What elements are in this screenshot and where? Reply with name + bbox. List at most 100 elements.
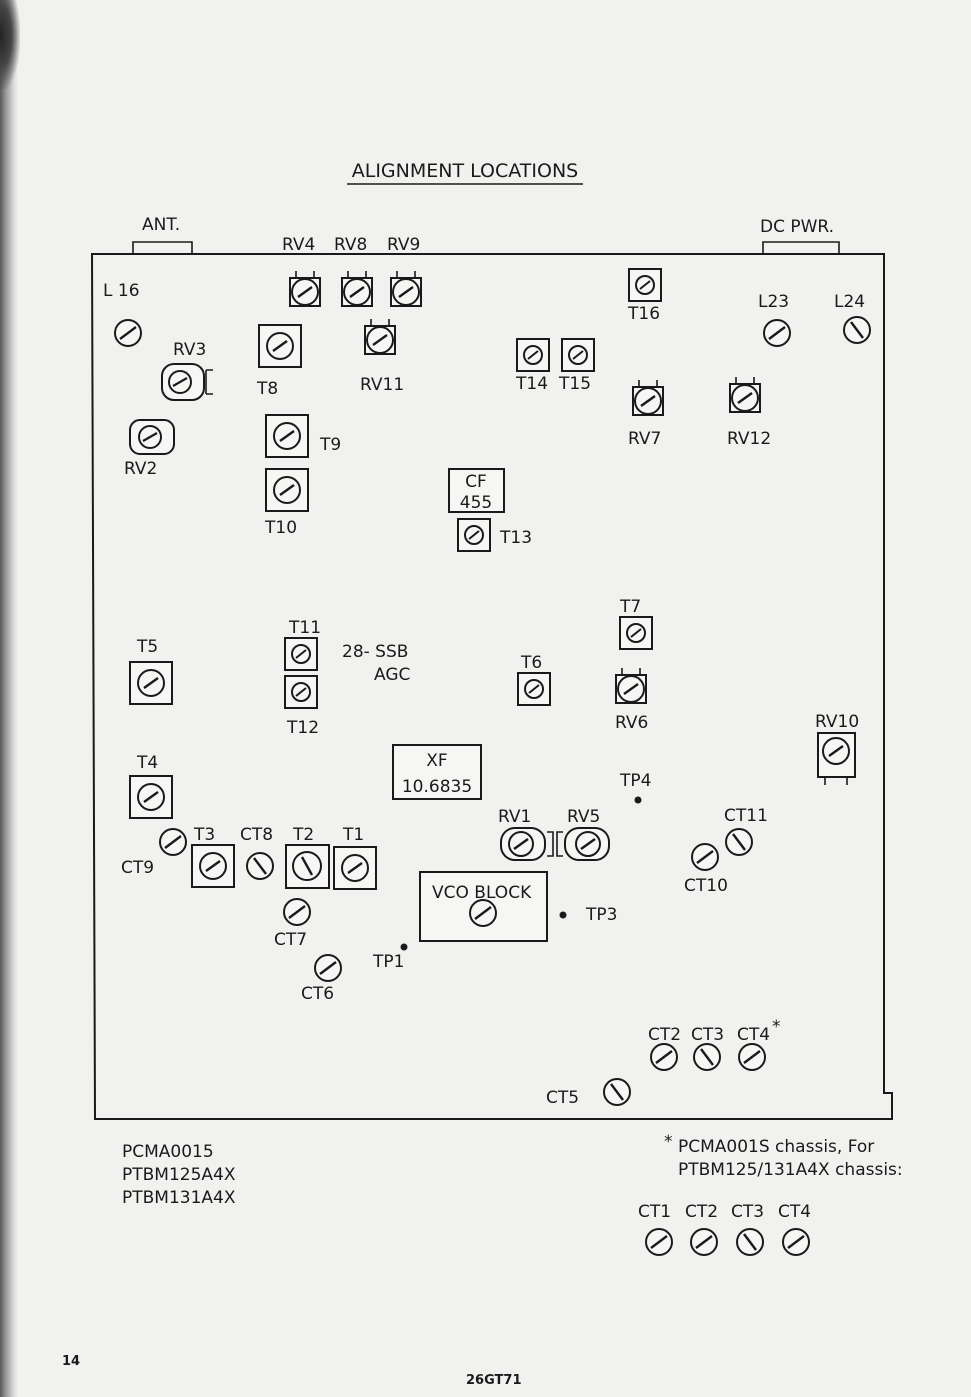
rv3-label: RV3 bbox=[173, 340, 206, 360]
l16-label: L 16 bbox=[103, 281, 140, 301]
footnote-ct1-trimmer-capacitor[interactable] bbox=[644, 1227, 674, 1257]
tp1-test-point[interactable] bbox=[400, 943, 408, 951]
t1-transformer[interactable] bbox=[332, 845, 378, 891]
t13-transformer[interactable] bbox=[457, 518, 491, 552]
ct2-label: CT2 bbox=[648, 1025, 681, 1045]
footnote-ct4-label: CT4 bbox=[778, 1202, 811, 1222]
t11-label: T11 bbox=[288, 618, 321, 638]
t15-label: T15 bbox=[558, 374, 591, 394]
rv8-potentiometer[interactable] bbox=[340, 269, 374, 308]
ct8-label: CT8 bbox=[240, 825, 273, 845]
model-item: PTBM125A4X bbox=[122, 1165, 236, 1185]
cf-block-label-top: CF bbox=[465, 472, 487, 492]
ct10-trimmer-capacitor[interactable] bbox=[690, 842, 720, 872]
page-number: 14 bbox=[62, 1354, 80, 1369]
footnote-ct2-label: CT2 bbox=[685, 1202, 718, 1222]
l23-label: L23 bbox=[758, 292, 789, 312]
t8-transformer[interactable] bbox=[257, 323, 303, 369]
rv11-potentiometer[interactable] bbox=[363, 317, 397, 356]
ct6-trimmer-capacitor[interactable] bbox=[313, 953, 343, 983]
t2-transformer[interactable] bbox=[285, 844, 330, 889]
rv6-label: RV6 bbox=[615, 713, 648, 733]
pcb-outline bbox=[90, 253, 893, 1120]
ct9-trimmer-capacitor[interactable] bbox=[158, 827, 188, 857]
tp4-label: TP4 bbox=[619, 771, 651, 791]
rv6-potentiometer[interactable] bbox=[614, 666, 648, 705]
t14-transformer[interactable] bbox=[516, 338, 550, 372]
xf-crystal-filter-block: XF 10.6835 bbox=[392, 744, 482, 800]
t11-transformer[interactable] bbox=[284, 637, 318, 671]
rv4-potentiometer[interactable] bbox=[288, 269, 322, 308]
rv9-potentiometer[interactable] bbox=[389, 269, 423, 308]
rv3-potentiometer[interactable] bbox=[161, 363, 213, 401]
ant-connector-label: ANT. bbox=[142, 215, 180, 235]
tp4-test-point[interactable] bbox=[634, 796, 642, 804]
t7-transformer[interactable] bbox=[619, 616, 653, 650]
vco-block-label: VCO BLOCK bbox=[432, 883, 532, 903]
t12-label: T12 bbox=[286, 718, 319, 738]
ssb-note: 28- SSB bbox=[342, 642, 408, 662]
rv4-label: RV4 bbox=[282, 235, 315, 255]
t9-label: T9 bbox=[319, 435, 341, 455]
t12-transformer[interactable] bbox=[284, 675, 318, 709]
t3-transformer[interactable] bbox=[190, 843, 236, 889]
ct11-trimmer-capacitor[interactable] bbox=[724, 827, 754, 857]
t14-label: T14 bbox=[515, 374, 548, 394]
t10-transformer[interactable] bbox=[264, 467, 310, 513]
rv1-potentiometer[interactable] bbox=[500, 827, 554, 861]
page-binding-edge bbox=[0, 0, 18, 1397]
l23-coil-trimmer[interactable] bbox=[762, 318, 792, 348]
ct11-label: CT11 bbox=[724, 806, 768, 826]
t15-transformer[interactable] bbox=[561, 338, 595, 372]
rv7-label: RV7 bbox=[628, 429, 661, 449]
l24-label: L24 bbox=[834, 292, 865, 312]
tp3-label: TP3 bbox=[585, 905, 617, 925]
ct4-trimmer-capacitor[interactable] bbox=[737, 1042, 767, 1072]
t5-label: T5 bbox=[136, 637, 158, 657]
t10-label: T10 bbox=[264, 518, 297, 538]
rv7-potentiometer[interactable] bbox=[631, 378, 665, 417]
t9-transformer[interactable] bbox=[264, 413, 310, 459]
ct5-label: CT5 bbox=[546, 1088, 579, 1108]
footnote-ct2-trimmer-capacitor[interactable] bbox=[689, 1227, 719, 1257]
footnote-asterisk: * bbox=[664, 1132, 673, 1152]
t16-transformer[interactable] bbox=[628, 268, 662, 302]
l24-coil-trimmer[interactable] bbox=[842, 315, 872, 345]
rv10-potentiometer[interactable] bbox=[817, 732, 856, 785]
footnote-ct1-label: CT1 bbox=[638, 1202, 671, 1222]
t6-transformer[interactable] bbox=[517, 672, 551, 706]
footnote-ct4-trimmer-capacitor[interactable] bbox=[781, 1227, 811, 1257]
rv10-label: RV10 bbox=[815, 712, 859, 732]
t3-label: T3 bbox=[193, 825, 215, 845]
footnote: * PCMA001S chassis, For PTBM125/131A4X c… bbox=[664, 1132, 903, 1180]
ct2-trimmer-capacitor[interactable] bbox=[649, 1042, 679, 1072]
ct7-trimmer-capacitor[interactable] bbox=[282, 897, 312, 927]
t4-transformer[interactable] bbox=[128, 774, 174, 820]
t16-label: T16 bbox=[627, 304, 660, 324]
rv9-label: RV9 bbox=[387, 235, 420, 255]
t6-label: T6 bbox=[520, 653, 542, 673]
footnote-line-2: PTBM125/131A4X chassis: bbox=[678, 1160, 903, 1180]
diagram-title: ALIGNMENT LOCATIONS bbox=[352, 160, 578, 182]
tp1-label: TP1 bbox=[372, 952, 404, 972]
footnote-ct3-trimmer-capacitor[interactable] bbox=[735, 1227, 765, 1257]
footnote-line-1: PCMA001S chassis, For bbox=[678, 1137, 874, 1157]
rv5-label: RV5 bbox=[567, 807, 600, 827]
rv2-label: RV2 bbox=[124, 459, 157, 479]
rv12-potentiometer[interactable] bbox=[728, 375, 762, 414]
model-item: PCMA0015 bbox=[122, 1142, 214, 1162]
rv2-potentiometer[interactable] bbox=[129, 419, 175, 455]
t5-transformer[interactable] bbox=[128, 660, 174, 706]
rv5-potentiometer[interactable] bbox=[556, 827, 610, 861]
cf-block-label-bottom: 455 bbox=[460, 493, 492, 513]
ct5-trimmer-capacitor[interactable] bbox=[602, 1077, 632, 1107]
ct8-trimmer-capacitor[interactable] bbox=[245, 851, 275, 881]
rv11-label: RV11 bbox=[360, 375, 404, 395]
dc-power-connector-label: DC PWR. bbox=[760, 217, 834, 237]
document-code: 26GT71 bbox=[466, 1373, 522, 1388]
model-item: PTBM131A4X bbox=[122, 1188, 236, 1208]
l16-coil-trimmer[interactable] bbox=[113, 318, 143, 348]
tp3-test-point[interactable] bbox=[559, 911, 567, 919]
vco-trimmer[interactable] bbox=[468, 898, 498, 928]
ct3-trimmer-capacitor[interactable] bbox=[692, 1042, 722, 1072]
